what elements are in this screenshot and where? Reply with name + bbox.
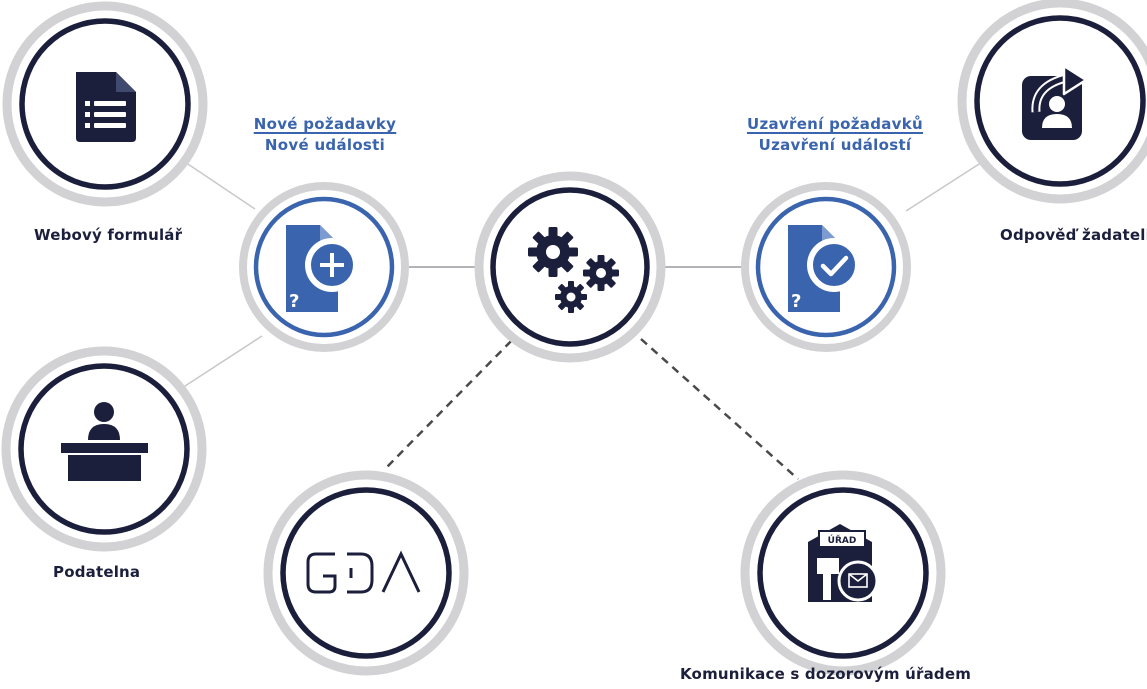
closing-document-check-icon: ? [788,225,861,312]
node-processing [470,170,670,370]
authority-building-mail-icon: ÚŘAD [808,524,879,602]
link-gears-to-gda-dashed [383,330,522,471]
header-closing-line2: Uzavření událostí [758,136,912,154]
link-closing-to-response [905,156,991,212]
node-registry [0,340,220,560]
header-closing: Uzavření požadavků Uzavření událostí [730,114,940,156]
node-gda [260,460,470,680]
header-new-requests: Nové požadavky Nové události [225,114,425,156]
gears-icon [528,227,619,313]
new-request-document-plus-icon: ? [286,225,359,312]
header-new-requests-line1: Nové požadavky [253,115,397,133]
inner-ring [280,487,452,659]
label-response: Odpověď žadateli [1000,226,1147,244]
authority-sign-text: ÚŘAD [828,534,857,546]
node-web-form [0,0,220,220]
node-closing: ? [740,177,920,357]
reply-to-requester-icon [1022,64,1088,140]
label-web-form: Webový formulář [34,226,183,244]
label-registry: Podatelna [53,563,141,581]
svg-text:?: ? [791,291,801,312]
web-form-document-icon [76,72,136,142]
gda-logo [306,550,421,594]
link-gears-to-authority-dashed [640,338,799,480]
header-new-requests-line2: Nové události [264,136,386,154]
node-authority: ÚŘAD [730,460,950,680]
link-registry-to-new [181,335,263,389]
node-response [944,0,1147,220]
header-closing-line1: Uzavření požadavků [746,115,923,133]
svg-text:?: ? [289,291,299,312]
node-new-requests: ? [239,177,420,357]
label-authority: Komunikace s dozorovým úřadem [680,665,972,683]
reception-desk-person-icon [61,402,148,481]
